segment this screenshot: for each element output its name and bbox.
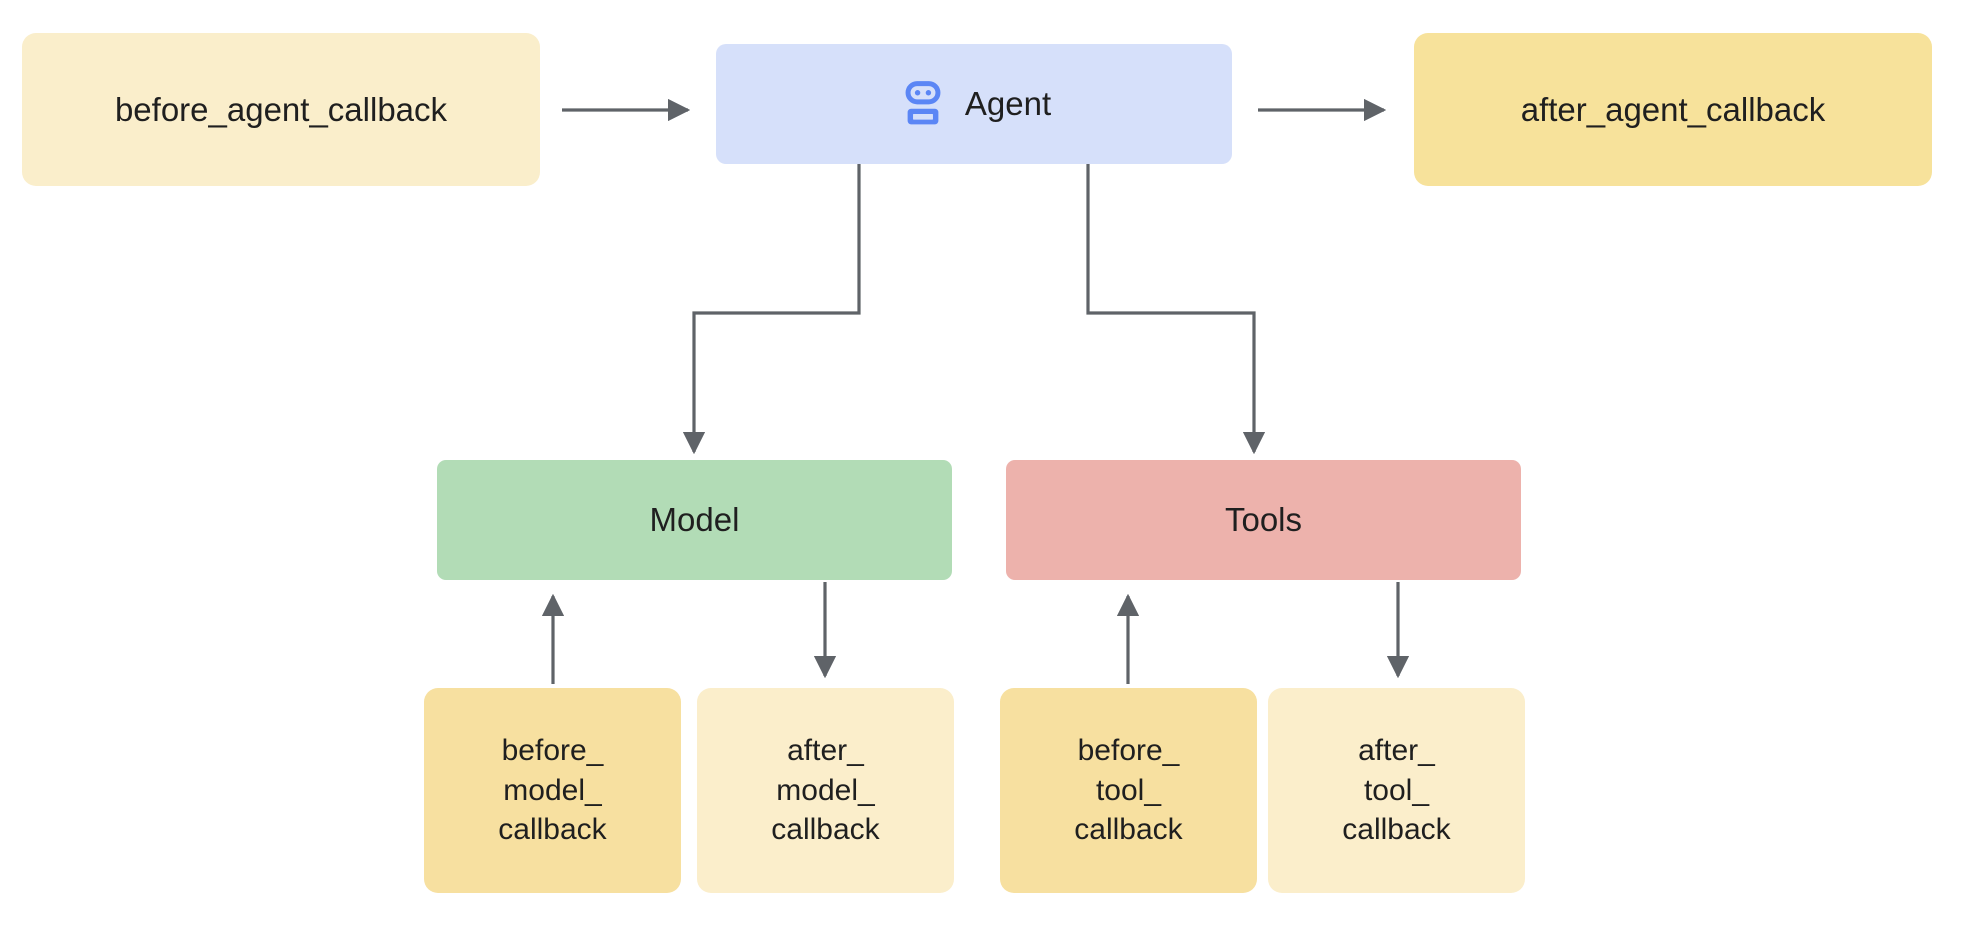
node-model[interactable]: Model [437,460,952,580]
robot-icon [905,81,941,125]
node-agent-label: Agent [964,85,1052,123]
node-after-tool-callback[interactable]: after_ tool_ callback [1268,688,1525,893]
edge-agent-to-tools [1086,164,1266,455]
node-before-model-callback[interactable]: before_ model_ callback [424,688,681,893]
node-tools[interactable]: Tools [1006,460,1521,580]
node-agent[interactable]: Agent [716,44,1232,164]
node-after-model-callback[interactable]: after_ model_ callback [697,688,954,893]
node-after-agent-callback[interactable]: after_agent_callback [1414,33,1932,186]
agent-content: Agent [897,78,1051,130]
node-before-tool-callback[interactable]: before_ tool_ callback [1000,688,1257,893]
node-before-agent-callback[interactable]: before_agent_callback [22,33,540,186]
edge-agent-to-model [682,164,861,455]
